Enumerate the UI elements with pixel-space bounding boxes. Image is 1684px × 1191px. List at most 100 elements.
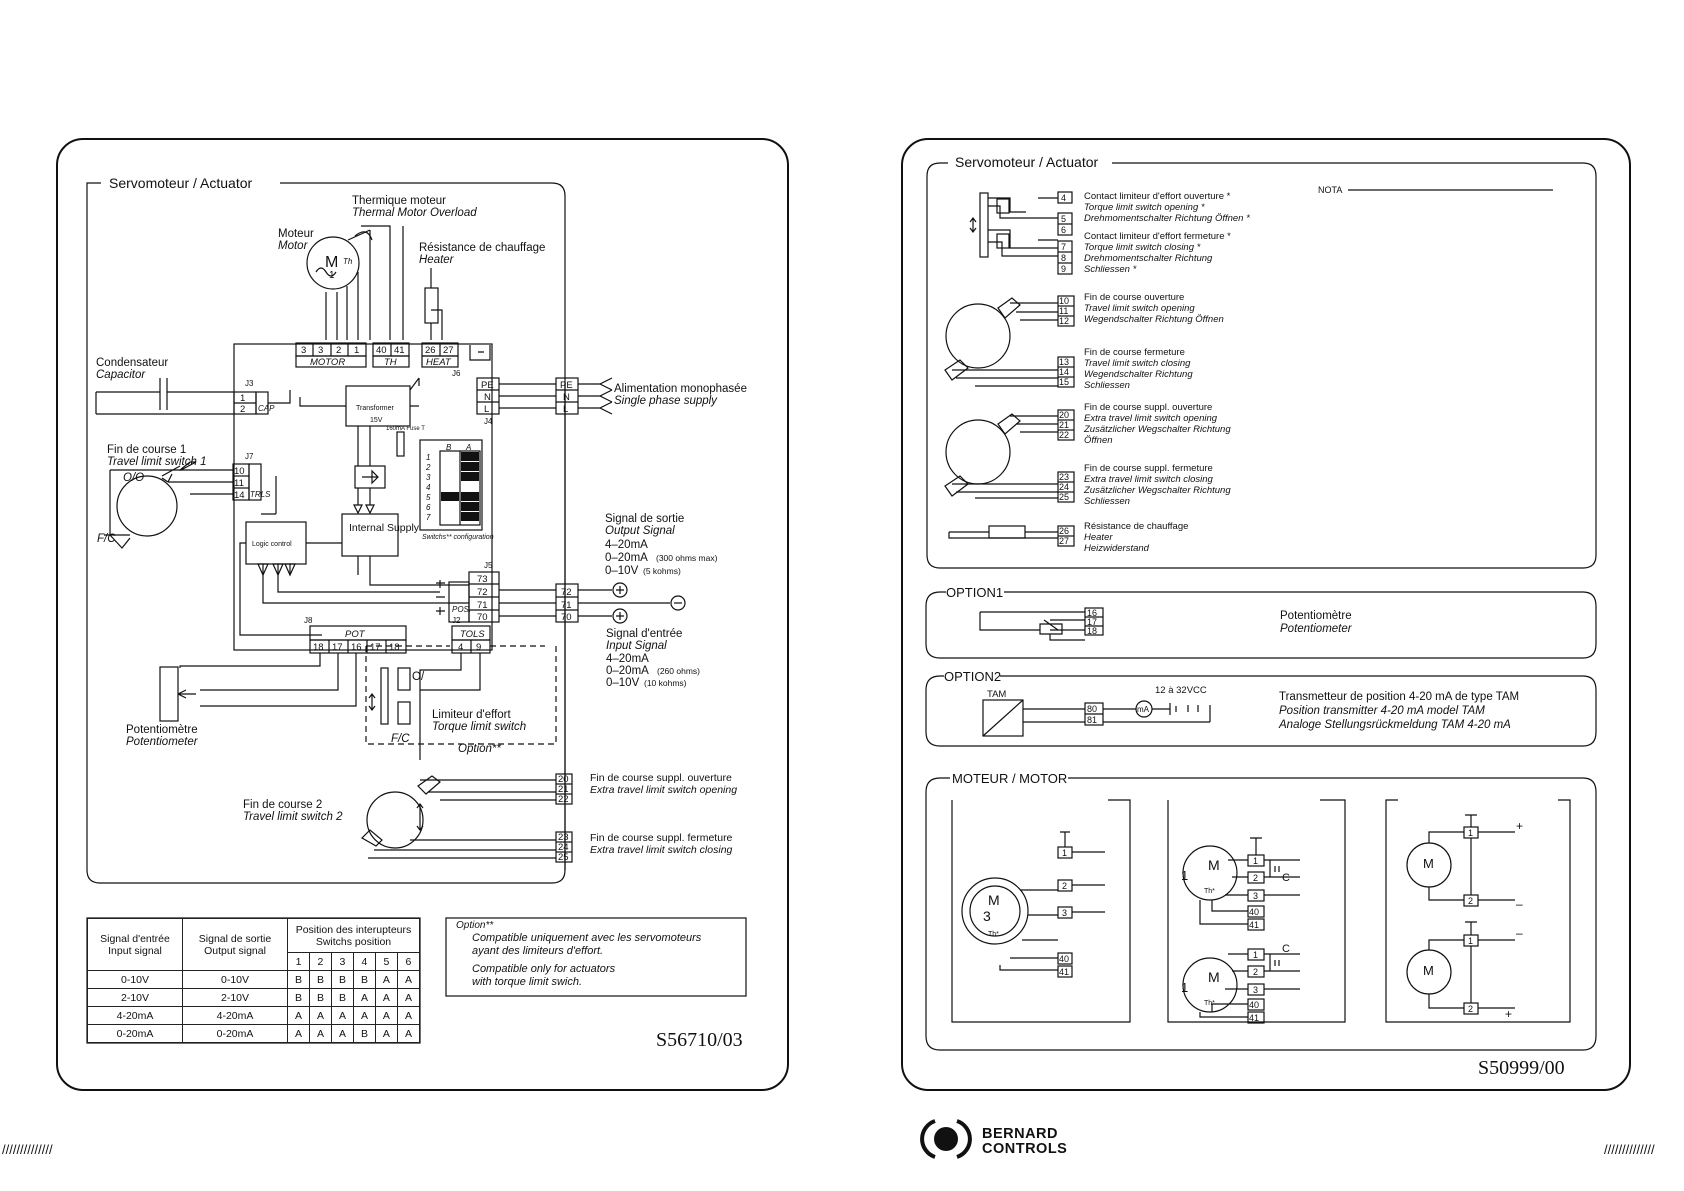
right-frame-title: Servomoteur / Actuator [955, 154, 1099, 170]
left-drawing-code: S56710/03 [656, 1029, 743, 1051]
m1a-num: 1 [1181, 868, 1188, 883]
j4-label: J4 [484, 417, 493, 426]
cap-block-label: CAP [258, 404, 275, 413]
m1b-term-2: 2 [1253, 967, 1258, 977]
potentiometer-en: Potentiometer [126, 736, 199, 748]
option-note-fr2: ayant des limiteurs d'effort. [472, 945, 603, 957]
m1b-term-1: 1 [1253, 950, 1258, 960]
term-supply-pe-2: PE [560, 380, 573, 391]
thermal-en: Thermal Motor Overload [352, 207, 477, 219]
cell-switch: A [330, 1006, 354, 1025]
extra-open-r-l2: Extra travel limit switch opening [1084, 413, 1218, 424]
j2-label: J2 [452, 616, 461, 625]
output-l2: 0–20mA [605, 552, 648, 564]
supply-fr: Alimentation monophasée [614, 383, 747, 395]
dc-a-term-1: 1 [1468, 828, 1473, 838]
motor-block-label: MOTOR [310, 357, 345, 368]
m1b-c: C [1282, 943, 1290, 955]
torque-oo: O/ [412, 671, 425, 683]
dc-b-plus: + [1505, 1007, 1512, 1021]
travel1-en: Travel limit switch 1 [107, 456, 206, 468]
torque-close-l3: Drehmomentschalter Richtung [1084, 253, 1213, 264]
table-row: 2-10V 2-10V B B B A A A [87, 988, 421, 1007]
input-fr: Signal d'entrée [606, 628, 682, 640]
opt2-term-81: 81 [1087, 715, 1097, 725]
cell-switch: A [374, 1024, 398, 1043]
extra-open-r-l1: Fin de course suppl. ouverture [1084, 402, 1212, 413]
term-ec-2: 25 [558, 852, 569, 863]
switch-row-6: 6 [426, 503, 431, 512]
term-eo-1: 21 [558, 784, 569, 795]
cell-switch: A [374, 970, 398, 989]
term-out-1: 71 [561, 600, 572, 611]
left-actuator-frame [86, 182, 566, 884]
extra-close-r-l3: Zusätzlicher Wegschalter Richtung [1083, 485, 1231, 496]
switch-head-a: A [465, 443, 471, 452]
travel-close-l4: Schliessen [1084, 380, 1130, 391]
cell-input: 2-10V [87, 988, 183, 1007]
travel2-fr: Fin de course 2 [243, 799, 322, 811]
term-trls-1: 11 [234, 478, 244, 489]
opt1-term-17: 17 [1087, 617, 1097, 627]
travel1-fr: Fin de course 1 [107, 444, 186, 456]
cell-switch: B [330, 988, 354, 1007]
switch-row-2: 2 [425, 463, 431, 472]
motor-fr: Moteur [278, 228, 314, 240]
motor-frame [925, 777, 1597, 1051]
travel-close-l3: Wegendschalter Richtung [1084, 369, 1193, 380]
extra-open-en: Extra travel limit switch opening [590, 784, 737, 796]
m3-num: 3 [983, 908, 991, 924]
cell-switch: A [352, 1006, 376, 1025]
extra-open-r-l3: Zusätzlicher Wegschalter Richtung [1083, 424, 1231, 435]
cell-switch: B [352, 970, 376, 989]
cell-switch: A [287, 1006, 310, 1025]
switch-head-b: B [446, 443, 452, 452]
transformer-15v: 15V [370, 417, 383, 424]
output-en: Output Signal [605, 525, 675, 537]
term-pot-1: 17 [332, 642, 343, 653]
travel2-en: Travel limit switch 2 [243, 811, 343, 823]
cell-switch: A [352, 988, 376, 1007]
term-cap-1: 2 [240, 404, 245, 415]
term-pos-3: 70 [477, 612, 488, 623]
rt-term-25: 25 [1059, 492, 1069, 502]
extra-close-r-l2: Extra travel limit switch closing [1084, 474, 1214, 485]
term-supply-l: L [484, 404, 489, 415]
m1a-term-3: 3 [1253, 891, 1258, 901]
heater-r-l1: Résistance de chauffage [1084, 521, 1188, 532]
m1b-th: Th* [1204, 1000, 1215, 1007]
heater-fr: Résistance de chauffage [419, 242, 545, 254]
heater-r-l3: Heizwiderstand [1084, 543, 1150, 554]
rt-term-10: 10 [1059, 296, 1069, 306]
rt-term-9: 9 [1061, 264, 1066, 274]
cell-switch: B [308, 988, 332, 1007]
term-heat-0: 26 [425, 345, 436, 356]
cell-switch: A [308, 1006, 332, 1025]
input-en: Input Signal [606, 640, 667, 652]
heater-r-l2: Heater [1084, 532, 1113, 543]
logic-label: Logic control [252, 541, 292, 548]
torque-open-l2: Torque limit switch opening * [1084, 202, 1205, 213]
table-row: 0-20mA 0-20mA A A A B A A [87, 1024, 421, 1043]
cell-switch: B [308, 970, 332, 989]
cell-switch: B [287, 970, 310, 989]
m1b-term-3: 3 [1253, 985, 1258, 995]
table-header-output: Signal de sortie Output signal [182, 918, 288, 971]
option1-title: OPTION1 [946, 585, 1003, 600]
internal-supply-label: Internal Supply [349, 522, 420, 534]
term-tols-1: 9 [476, 642, 481, 653]
output-l3: 0–10V [605, 565, 639, 577]
output-fr: Signal de sortie [605, 513, 684, 525]
extra-open-r-l4: Öffnen [1084, 435, 1113, 446]
term-th-0: 40 [376, 345, 387, 356]
term-pot-3: 17 [370, 642, 381, 653]
motor-symbol [306, 236, 360, 290]
term-motor-3: 1 [354, 345, 359, 356]
cell-output: 0-10V [182, 970, 288, 989]
cell-switch: A [287, 1024, 310, 1043]
term-motor-0: 3 [301, 345, 306, 356]
table-row: 0-10V 0-10V B B B B A A [87, 970, 421, 989]
option2-vcc: 12 à 32VCC [1155, 685, 1207, 696]
term-trls-0: 10 [234, 466, 245, 477]
